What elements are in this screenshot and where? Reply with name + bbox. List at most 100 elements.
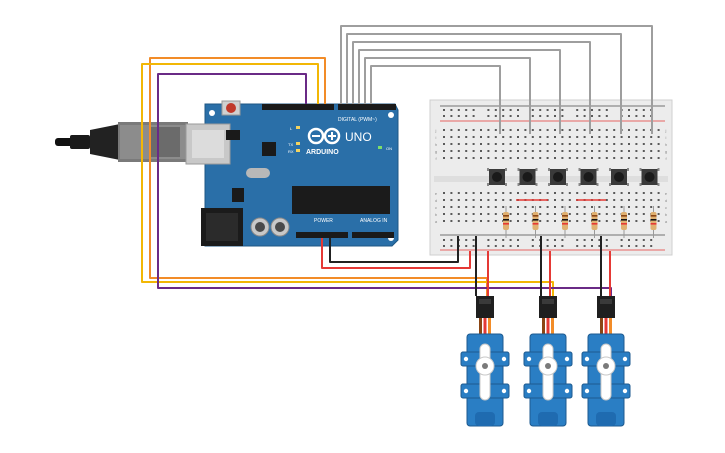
breadboard-hole[interactable] <box>650 192 653 194</box>
breadboard-hole[interactable] <box>605 136 608 138</box>
breadboard-hole[interactable] <box>554 199 556 201</box>
breadboard-hole[interactable] <box>657 143 660 145</box>
breadboard-hole[interactable] <box>502 192 505 194</box>
breadboard-hole[interactable] <box>554 239 556 241</box>
breadboard-hole[interactable] <box>561 245 564 247</box>
breadboard-hole[interactable] <box>465 109 468 111</box>
breadboard-hole[interactable] <box>472 150 475 152</box>
breadboard-hole[interactable] <box>620 150 623 152</box>
breadboard-hole[interactable] <box>605 199 608 201</box>
breadboard-hole[interactable] <box>576 129 579 131</box>
breadboard-hole[interactable] <box>583 206 586 208</box>
breadboard-hole[interactable] <box>576 157 579 159</box>
breadboard-hole[interactable] <box>502 129 505 131</box>
breadboard-hole[interactable] <box>465 239 468 241</box>
breadboard-hole[interactable] <box>450 239 453 241</box>
breadboard-hole[interactable] <box>613 199 616 201</box>
breadboard-hole[interactable] <box>554 206 556 208</box>
breadboard-hole[interactable] <box>509 150 512 152</box>
breadboard-hole[interactable] <box>561 129 564 131</box>
breadboard-hole[interactable] <box>642 143 645 145</box>
breadboard-hole[interactable] <box>517 239 519 241</box>
breadboard-hole[interactable] <box>443 199 445 201</box>
breadboard-hole[interactable] <box>502 206 505 208</box>
breadboard-hole[interactable] <box>583 245 586 247</box>
breadboard-hole[interactable] <box>531 239 534 241</box>
breadboard-hole[interactable] <box>568 143 571 145</box>
breadboard-hole[interactable] <box>539 213 542 215</box>
breadboard-hole[interactable] <box>546 245 549 247</box>
breadboard-hole[interactable] <box>487 245 490 247</box>
breadboard-hole[interactable] <box>576 192 579 194</box>
breadboard-hole[interactable] <box>502 199 505 201</box>
breadboard-hole[interactable] <box>576 109 579 111</box>
breadboard-hole[interactable] <box>546 129 549 131</box>
breadboard-hole[interactable] <box>642 109 645 111</box>
breadboard-hole[interactable] <box>657 150 660 152</box>
breadboard-hole[interactable] <box>509 143 512 145</box>
breadboard-hole[interactable] <box>642 220 645 222</box>
breadboard-hole[interactable] <box>524 136 527 138</box>
breadboard-hole[interactable] <box>524 129 527 131</box>
breadboard-hole[interactable] <box>583 192 586 194</box>
breadboard-hole[interactable] <box>487 199 490 201</box>
breadboard-hole[interactable] <box>568 136 571 138</box>
breadboard-hole[interactable] <box>628 109 630 111</box>
pushbutton-icon[interactable] <box>548 168 568 186</box>
breadboard-hole[interactable] <box>576 239 579 241</box>
breadboard-hole[interactable] <box>494 129 497 131</box>
breadboard-hole[interactable] <box>598 109 601 111</box>
breadboard-hole[interactable] <box>457 220 460 222</box>
breadboard-hole[interactable] <box>568 206 571 208</box>
breadboard-hole[interactable] <box>443 157 445 159</box>
breadboard-hole[interactable] <box>472 129 475 131</box>
breadboard-hole[interactable] <box>509 129 512 131</box>
breadboard-hole[interactable] <box>487 136 490 138</box>
breadboard-hole[interactable] <box>554 157 556 159</box>
breadboard-hole[interactable] <box>443 115 445 117</box>
breadboard-hole[interactable] <box>650 136 653 138</box>
breadboard-hole[interactable] <box>620 199 623 201</box>
breadboard-hole[interactable] <box>509 192 512 194</box>
breadboard-hole[interactable] <box>509 245 512 247</box>
breadboard-hole[interactable] <box>465 213 468 215</box>
breadboard-hole[interactable] <box>531 115 534 117</box>
breadboard-hole[interactable] <box>605 239 608 241</box>
breadboard-hole[interactable] <box>509 109 512 111</box>
breadboard-hole[interactable] <box>628 199 630 201</box>
breadboard-hole[interactable] <box>546 109 549 111</box>
breadboard-hole[interactable] <box>509 157 512 159</box>
breadboard-hole[interactable] <box>457 115 460 117</box>
breadboard-hole[interactable] <box>642 239 645 241</box>
breadboard-hole[interactable] <box>613 136 616 138</box>
breadboard-hole[interactable] <box>457 150 460 152</box>
breadboard-hole[interactable] <box>472 220 475 222</box>
breadboard-hole[interactable] <box>546 206 549 208</box>
breadboard-hole[interactable] <box>561 192 564 194</box>
breadboard-hole[interactable] <box>517 213 519 215</box>
breadboard-hole[interactable] <box>509 206 512 208</box>
breadboard-hole[interactable] <box>502 109 505 111</box>
breadboard-hole[interactable] <box>657 157 660 159</box>
breadboard-hole[interactable] <box>620 143 623 145</box>
breadboard-hole[interactable] <box>628 213 630 215</box>
breadboard-hole[interactable] <box>598 206 601 208</box>
breadboard-hole[interactable] <box>494 150 497 152</box>
breadboard-hole[interactable] <box>554 129 556 131</box>
pushbutton-icon[interactable] <box>517 168 538 186</box>
breadboard-hole[interactable] <box>480 220 482 222</box>
breadboard-hole[interactable] <box>642 192 645 194</box>
breadboard-hole[interactable] <box>561 136 564 138</box>
breadboard-hole[interactable] <box>517 129 519 131</box>
breadboard-hole[interactable] <box>487 157 490 159</box>
breadboard-hole[interactable] <box>605 245 608 247</box>
breadboard-hole[interactable] <box>642 245 645 247</box>
breadboard-hole[interactable] <box>598 220 601 222</box>
breadboard-hole[interactable] <box>650 245 653 247</box>
breadboard-hole[interactable] <box>635 199 638 201</box>
breadboard-hole[interactable] <box>583 109 586 111</box>
breadboard-hole[interactable] <box>635 220 638 222</box>
breadboard-hole[interactable] <box>598 143 601 145</box>
breadboard-hole[interactable] <box>450 109 453 111</box>
breadboard-hole[interactable] <box>502 157 505 159</box>
